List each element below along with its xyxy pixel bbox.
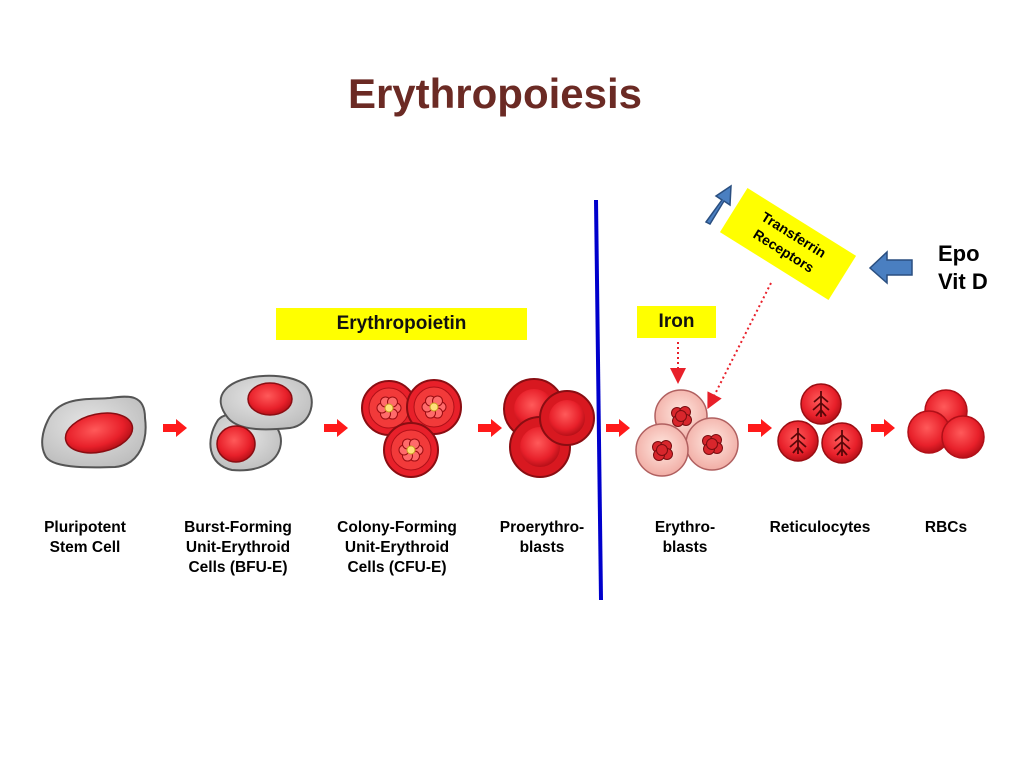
stage-label-proerythroblasts: Proerythro- blasts bbox=[499, 519, 585, 556]
left-arrow-icon bbox=[868, 250, 913, 285]
stage-arrow-icon bbox=[478, 419, 502, 437]
stage-label-bfu-e: Burst-Forming Unit-Erythroid Cells (BFU-… bbox=[184, 519, 292, 576]
proerythroblast-cell-icon bbox=[503, 378, 595, 478]
rbc-cell-icon bbox=[907, 389, 985, 459]
stage-label-cfu-e: Colony-Forming Unit-Erythroid Cells (CFU… bbox=[337, 519, 457, 576]
up-arrow-icon bbox=[704, 184, 732, 225]
pluripotent-stem-cell-icon bbox=[41, 395, 147, 469]
reticulocyte-cell-icon bbox=[777, 383, 863, 464]
reticulocyte-cell bbox=[777, 420, 819, 462]
cfu-e-cell bbox=[361, 380, 417, 436]
stage-label-pluripotent: Pluripotent Stem Cell bbox=[44, 519, 126, 556]
erythroblast-cell bbox=[685, 417, 739, 471]
stage-label-erythroblasts: Erythro- blasts bbox=[654, 519, 716, 556]
stage-arrow-icon bbox=[163, 419, 187, 437]
erythropoietin-label: Erythropoietin bbox=[276, 308, 527, 340]
epo-line2: Vit D bbox=[938, 269, 988, 294]
page-title: Erythropoiesis bbox=[347, 70, 643, 117]
erythroblast-cell-icon bbox=[635, 389, 739, 477]
stage-label-rbcs: RBCs bbox=[924, 519, 968, 536]
erythroblast-cell bbox=[635, 423, 689, 477]
stage-arrow-icon bbox=[748, 419, 772, 437]
cfu-e-cell bbox=[383, 422, 439, 478]
cfu-e-cell-icon bbox=[361, 379, 462, 478]
reticulocyte-cell bbox=[821, 422, 863, 464]
iron-label: Iron bbox=[637, 306, 716, 338]
stage-arrows bbox=[163, 419, 895, 437]
epo-line1: Epo bbox=[938, 241, 980, 266]
reticulocyte-cell bbox=[800, 383, 842, 425]
stage-arrow-icon bbox=[606, 419, 630, 437]
stage-arrow-icon bbox=[324, 419, 348, 437]
divider-line bbox=[594, 199, 603, 601]
cfu-e-cell bbox=[406, 379, 462, 435]
stage-arrow-icon bbox=[871, 419, 895, 437]
epo-vitd-label: Epo Vit D bbox=[938, 240, 988, 296]
transferrin-arrow bbox=[707, 282, 772, 410]
bfu-e-cell-icon bbox=[209, 374, 313, 472]
stage-label-reticulocytes: Reticulocytes bbox=[769, 519, 871, 536]
